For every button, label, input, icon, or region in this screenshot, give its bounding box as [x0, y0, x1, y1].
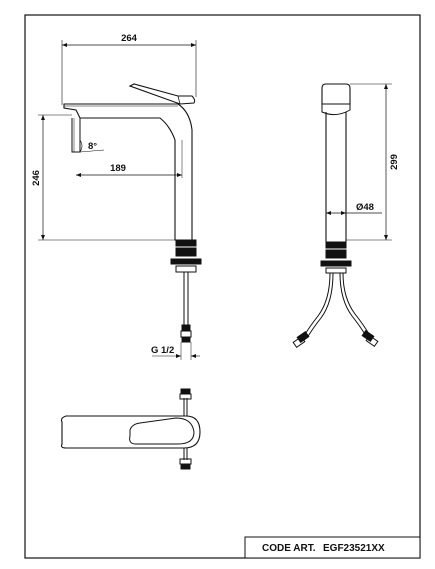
angle-label: 8° — [88, 141, 97, 152]
diameter-dimension-label: Ø48 — [356, 202, 374, 213]
top-view — [60, 388, 201, 470]
front-base-mount — [170, 239, 202, 273]
side-height-dimension-label: 299 — [389, 154, 400, 170]
right-hose-fitting — [361, 329, 379, 348]
drawing-frame — [24, 14, 421, 559]
top-lower-fitting — [179, 458, 192, 470]
right-hose — [339, 272, 367, 337]
left-hose — [303, 272, 331, 337]
width-dimension-label: 264 — [121, 33, 138, 44]
top-view-spout — [60, 415, 201, 449]
left-hose-fitting — [292, 330, 310, 349]
code-article-label: CODE ART. — [262, 543, 316, 554]
hose-fitting — [180, 324, 192, 343]
thread-dimension-label: G 1/2 — [151, 345, 174, 356]
side-view — [292, 83, 392, 349]
height-dimension-label: 246 — [31, 170, 42, 186]
top-view-handle — [129, 417, 195, 445]
spout-body — [63, 103, 193, 241]
title-block — [244, 536, 421, 559]
reach-dimension-label: 189 — [110, 163, 126, 174]
aerator — [71, 118, 81, 153]
top-upper-fitting — [179, 388, 192, 400]
lever-handle — [128, 83, 196, 105]
side-base-mount — [320, 241, 352, 274]
code-article-value: EGF23521XX — [323, 543, 385, 554]
side-handle — [321, 83, 351, 105]
front-view — [38, 40, 202, 360]
